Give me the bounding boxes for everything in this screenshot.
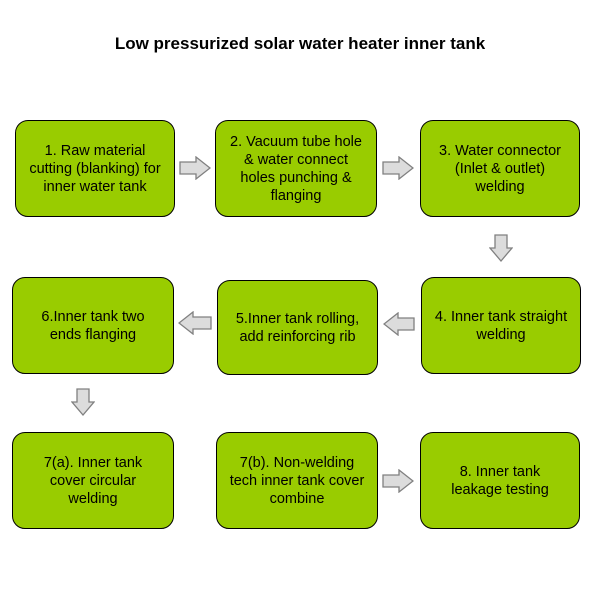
- diagram-title: Low pressurized solar water heater inner…: [114, 34, 486, 53]
- step-1-label: 1. Raw material cutting (blanking) for i…: [29, 142, 161, 195]
- arrow-left-icon: [178, 311, 212, 335]
- step-3-label: 3. Water connector (Inlet & outlet) weld…: [439, 142, 561, 195]
- step-4-box: 4. Inner tank straight welding: [421, 277, 581, 374]
- step-2-label: 2. Vacuum tube hole & water connect hole…: [230, 133, 362, 204]
- step-7a-label: 7(a). Inner tank cover circular welding: [43, 454, 143, 507]
- step-8-box: 8. Inner tank leakage testing: [420, 432, 580, 529]
- arrow-down-icon: [489, 234, 513, 262]
- step-6-box: 6.Inner tank two ends flanging: [12, 277, 174, 374]
- step-3-box: 3. Water connector (Inlet & outlet) weld…: [420, 120, 580, 217]
- step-7a-box: 7(a). Inner tank cover circular welding: [12, 432, 174, 529]
- step-1-box: 1. Raw material cutting (blanking) for i…: [15, 120, 175, 217]
- step-5-box: 5.Inner tank rolling, add reinforcing ri…: [217, 280, 378, 375]
- arrow-right-icon: [382, 469, 414, 493]
- step-5-label: 5.Inner tank rolling, add reinforcing ri…: [235, 310, 360, 345]
- step-8-label: 8. Inner tank leakage testing: [451, 463, 549, 498]
- arrow-right-icon: [179, 156, 211, 180]
- arrow-right-icon: [382, 156, 414, 180]
- arrow-down-icon: [71, 388, 95, 416]
- step-2-box: 2. Vacuum tube hole & water connect hole…: [215, 120, 377, 217]
- step-7b-box: 7(b). Non-welding tech inner tank cover …: [216, 432, 378, 529]
- step-6-label: 6.Inner tank two ends flanging: [41, 308, 145, 343]
- step-4-label: 4. Inner tank straight welding: [434, 308, 568, 343]
- arrow-left-icon: [383, 312, 415, 336]
- step-7b-label: 7(b). Non-welding tech inner tank cover …: [229, 454, 365, 507]
